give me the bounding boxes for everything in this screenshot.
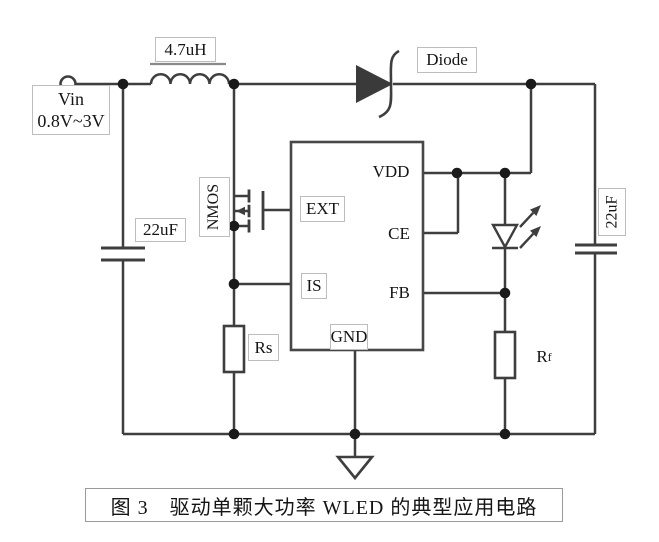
sense-resistor-icon — [222, 324, 246, 374]
driver-ic-block — [289, 140, 425, 352]
pin-is-label: IS — [301, 273, 327, 299]
inductor-label: 4.7uH — [155, 37, 216, 62]
vin-range: 0.8V~3V — [37, 111, 105, 131]
vin-label: Vin 0.8V~3V — [32, 85, 110, 135]
pin-ext-label: EXT — [300, 196, 345, 222]
ground-icon — [335, 455, 375, 481]
input-cap-label: 22uF — [135, 218, 186, 242]
pin-ce-label: CE — [388, 224, 410, 243]
led-emission-arrows-icon — [519, 205, 541, 249]
led-icon — [490, 223, 520, 250]
junction-dots — [117, 78, 537, 440]
diode-icon — [356, 65, 393, 103]
feedback-resistor-icon — [493, 330, 517, 380]
pin-fb-label: FB — [389, 283, 410, 302]
sense-resistor-label: Rs — [248, 334, 279, 361]
diode-cathode-curve — [378, 49, 400, 119]
wire-vdd-pin — [423, 84, 533, 175]
pin-gnd-label: GND — [330, 324, 368, 350]
figure-caption: 图 3 驱动单颗大功率 WLED 的典型应用电路 — [85, 488, 563, 522]
pin-vdd-label: VDD — [372, 162, 410, 181]
nmos-label: NMOS — [199, 177, 230, 237]
output-cap-icon — [575, 243, 617, 255]
output-cap-label: 22uF — [598, 188, 626, 236]
diode-label: Diode — [417, 47, 477, 73]
input-cap-icon — [101, 246, 145, 262]
wire-ce-pin — [423, 173, 460, 235]
inductor-coil-icon — [149, 73, 231, 85]
vin-name: Vin — [58, 88, 84, 109]
nmos-arrow-icon — [236, 206, 245, 216]
wires — [76, 62, 617, 457]
